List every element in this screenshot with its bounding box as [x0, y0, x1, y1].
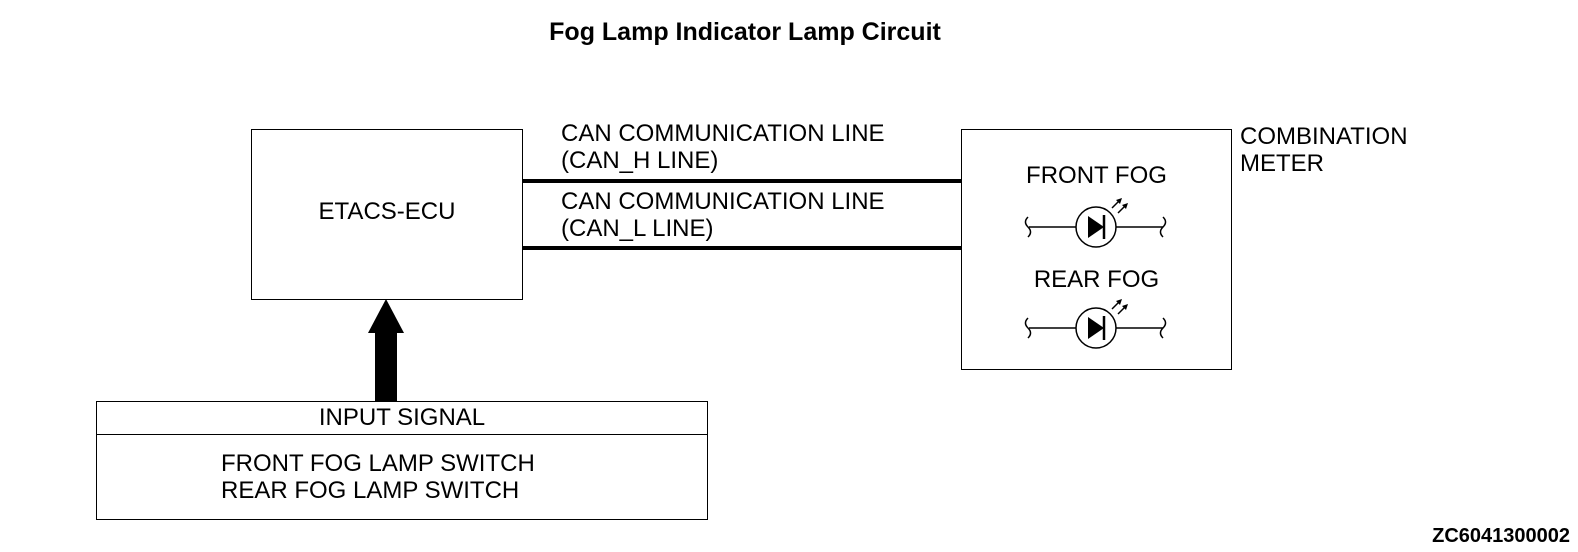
can-l-label-line2: (CAN_L LINE)	[561, 215, 714, 242]
can-h-label-line2: (CAN_H LINE)	[561, 147, 719, 174]
etacs-ecu-box	[251, 129, 523, 300]
combination-meter-label-line2: METER	[1240, 150, 1324, 177]
input-item-front-fog-lamp-switch: FRONT FOG LAMP SWITCH	[221, 450, 535, 477]
figure-code: ZC6041300002	[1432, 525, 1570, 547]
front-fog-led-icon	[1024, 198, 1167, 248]
combination-meter-label-line1: COMBINATION	[1240, 123, 1408, 150]
can-h-label-line1: CAN COMMUNICATION LINE	[561, 120, 885, 147]
diagram-title: Fog Lamp Indicator Lamp Circuit	[549, 18, 941, 46]
input-signal-arrow	[368, 299, 404, 402]
input-signal-divider	[96, 434, 708, 435]
front-fog-indicator-label: FRONT FOG	[1026, 162, 1167, 189]
input-signal-box	[96, 401, 708, 520]
etacs-ecu-label: ETACS-ECU	[318, 198, 456, 225]
input-signal-header: INPUT SIGNAL	[318, 404, 486, 431]
rear-fog-indicator-label: REAR FOG	[1033, 266, 1160, 293]
rear-fog-led-icon	[1024, 299, 1167, 349]
can-l-label-line1: CAN COMMUNICATION LINE	[561, 188, 885, 215]
input-item-rear-fog-lamp-switch: REAR FOG LAMP SWITCH	[221, 477, 520, 504]
